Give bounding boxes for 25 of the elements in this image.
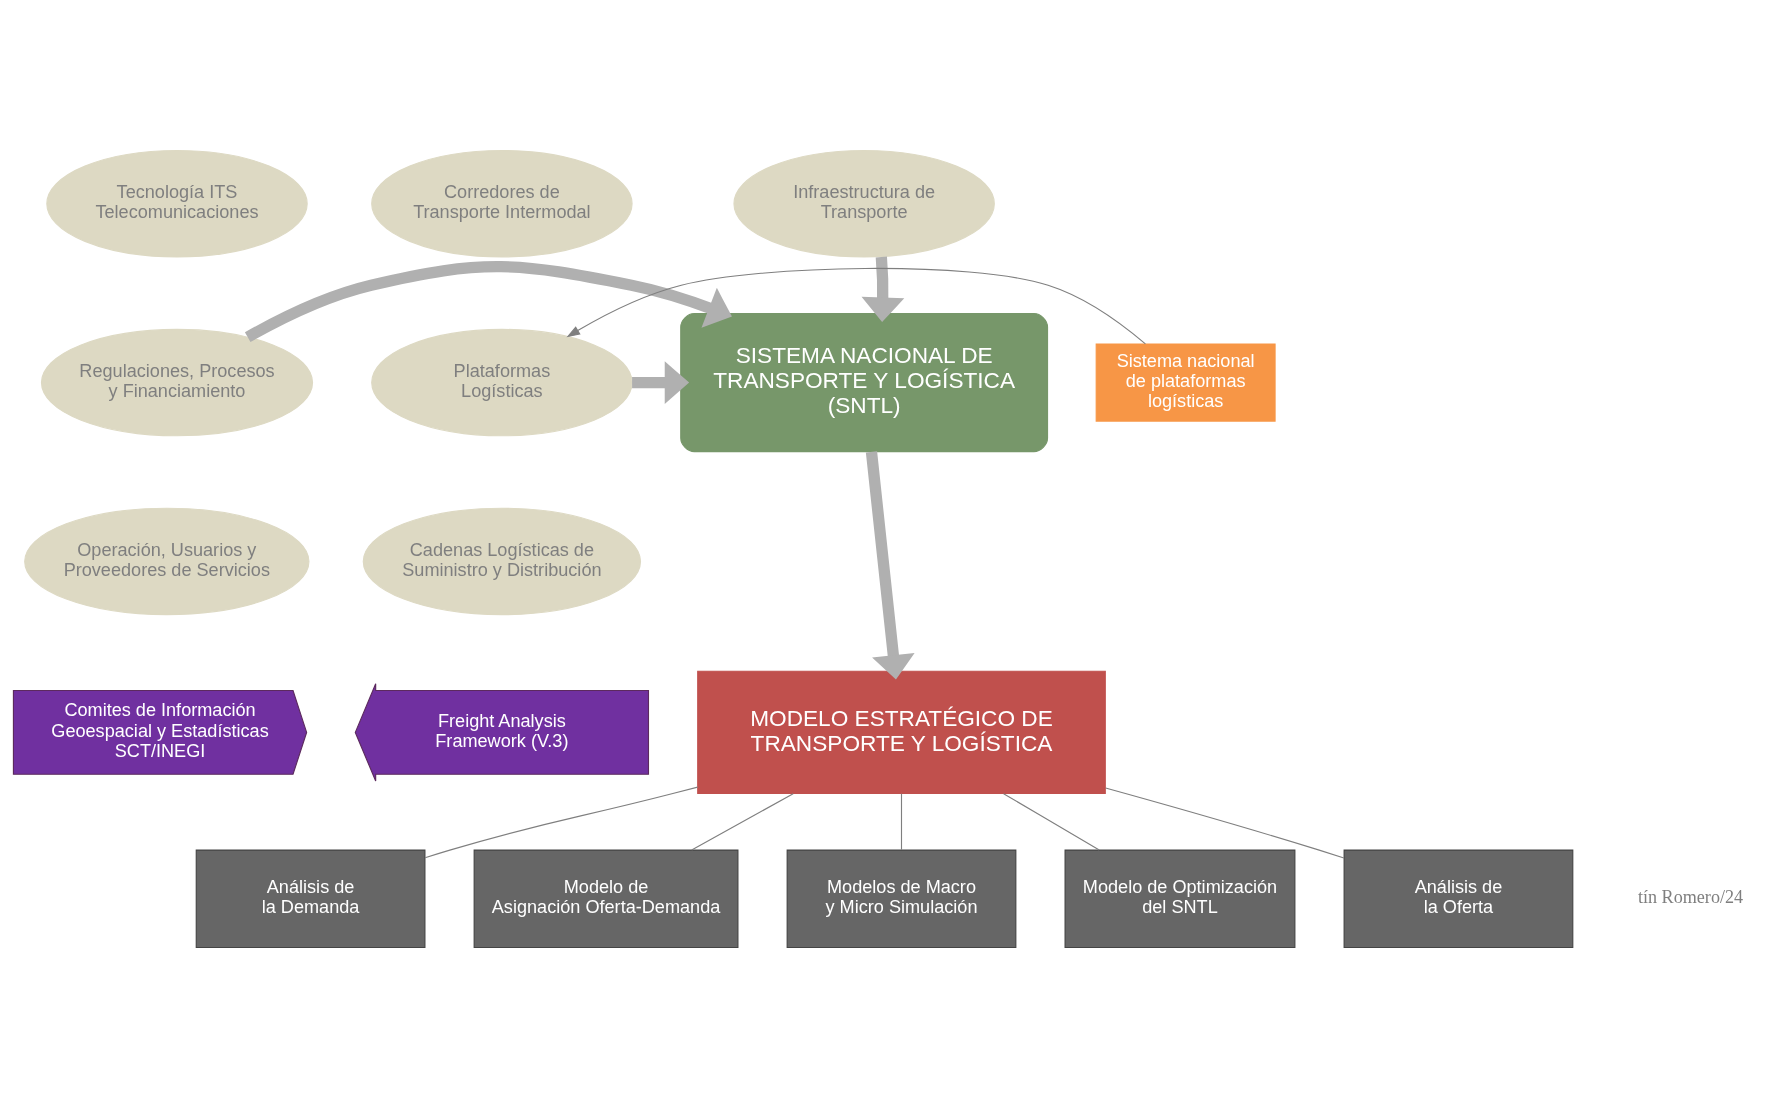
arrow	[861, 256, 905, 323]
node-ellipse: Operación, Usuarios y Proveedores de Servicios	[24, 507, 310, 616]
node-box: MODELO ESTRATÉGICO DE TRANSPORTE Y LOGÍSTICA	[697, 670, 1106, 795]
connector	[900, 793, 903, 851]
arrow	[632, 361, 690, 404]
node-ellipse: Tecnología ITS Telecomunicaciones	[46, 149, 308, 258]
node-box: Análisis de la Oferta	[1343, 849, 1574, 949]
node-box: SISTEMA NACIONAL DE TRANSPORTE Y LOGÍSTICA (SNTL)	[680, 312, 1049, 453]
node-ellipse: Corredores de Transporte Intermodal	[371, 149, 633, 258]
node-box: Modelos de Macro y Micro Simulación	[786, 849, 1017, 949]
node-box: Sistema nacional de plataformas logísticas	[1095, 343, 1276, 422]
node-ellipse: Cadenas Logísticas de Suministro y Distribución	[362, 507, 642, 616]
connector	[691, 793, 794, 851]
label: tín Romero/24	[1637, 887, 1744, 908]
connector	[1105, 787, 1345, 859]
arrow	[865, 451, 915, 680]
node-box: Modelo de Optimización del SNTL	[1064, 849, 1296, 949]
node-ellipse: Infraestructura de Transporte	[733, 149, 995, 258]
connector	[1003, 793, 1100, 851]
arrow	[244, 261, 732, 343]
connector	[424, 786, 699, 859]
node-box: Análisis de la Demanda	[195, 849, 426, 949]
node-box: Modelo de Asignación Oferta-Demanda	[473, 849, 739, 949]
node-ellipse: Regulaciones, Procesos y Financiamiento	[40, 328, 314, 437]
arrow	[566, 267, 1146, 345]
